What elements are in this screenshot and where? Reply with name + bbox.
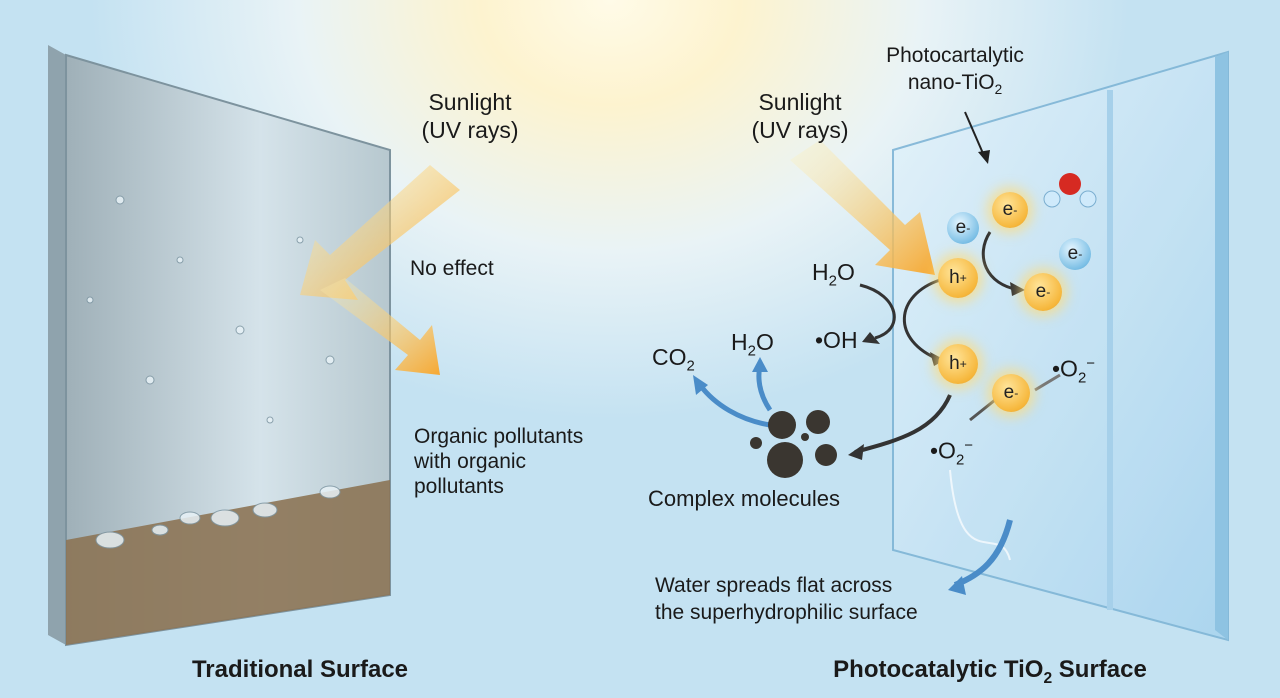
coating-line2: nano-TiO2 [860,69,1050,103]
traditional-glass-panel [48,45,391,647]
sunlight-line2: (UV rays) [751,117,849,143]
sup: - [1046,285,1051,299]
pollutants-line3: pollutants [414,475,504,498]
sup: + [959,357,967,371]
uv-deflect-arrow [320,278,440,375]
complex-molecules-label: Complex molecules [648,486,840,511]
sunlight-line1: Sunlight [758,89,842,115]
electron-particle: e- [992,374,1030,412]
water-line2: the superhydrophilic surface [655,601,918,624]
sup: − [1086,355,1095,372]
h: H [731,329,748,355]
e: e [955,217,967,238]
electron-particle: e- [992,192,1028,228]
dirt-layer [66,480,390,645]
sub: 2 [828,272,837,290]
electron-particle: e- [1024,273,1062,311]
h: h [949,353,960,374]
sup: - [1078,247,1083,261]
o: •O [930,437,956,464]
o: O [755,329,774,355]
e: e [1003,382,1015,403]
o: •O [1052,355,1078,382]
coating-text: nano-TiO [907,71,995,94]
superoxide-radical: •O2− [1052,350,1095,392]
sunlight-label-left: Sunlight(UV rays) [400,88,540,144]
water-molecule-icon [1043,173,1097,208]
superoxide-radical: •O2− [930,432,973,474]
pollutants-line2: with organic [414,450,527,473]
h2o-reactant: H2O [812,258,855,296]
sub: 2 [747,342,756,360]
tio2-glass-panel [892,50,1229,642]
hole-particle: h+ [938,344,978,384]
e: e [1002,199,1014,220]
coating-line1: Photocartalytic [886,44,1024,67]
tio2-surface-title: Photocatalytic TiO2 Surface [800,656,1180,693]
sub: 2 [686,357,695,375]
e: e [1035,281,1047,302]
h: H [812,259,829,285]
title-sub: 2 [1043,669,1053,687]
pollutant-blobs [750,410,837,478]
h2o-product: H2O [731,328,774,366]
sup: + [959,271,967,285]
sub: 2 [1077,369,1087,387]
uv-arrow-right [790,140,935,275]
sup: − [964,437,973,454]
sunlight-line2: (UV rays) [421,117,519,143]
sup: - [1013,203,1018,217]
water-line1: Water spreads flat across [655,574,893,597]
hole-particle: h+ [938,258,978,298]
sunlight-line1: Sunlight [428,89,512,115]
water-spreads-label: Water spreads flat across the superhydrop… [655,572,918,626]
sub: 2 [955,451,965,469]
uv-arrow-left [300,165,460,300]
e: e [1067,243,1079,264]
title-main: Photocatalytic TiO [833,656,1044,683]
coating-sub: 2 [994,82,1003,98]
co2-product: CO2 [652,343,695,381]
traditional-surface-title: Traditional Surface [191,656,409,683]
hydroxyl-radical: •OH [815,327,858,353]
co: CO [652,344,687,370]
title-end: Surface [1052,656,1147,683]
pollutants-line1: Organic pollutants [414,425,584,448]
sup: - [1014,386,1019,400]
o: O [836,259,855,285]
electron-particle: e- [1059,238,1091,270]
sunlight-label-right: Sunlight(UV rays) [730,88,870,144]
no-effect-label: No effect [410,257,494,280]
electron-particle: e- [947,212,979,244]
reaction-arrows [854,231,1061,454]
sup: - [966,221,971,235]
h: h [949,267,960,288]
water-droplets [86,195,341,549]
